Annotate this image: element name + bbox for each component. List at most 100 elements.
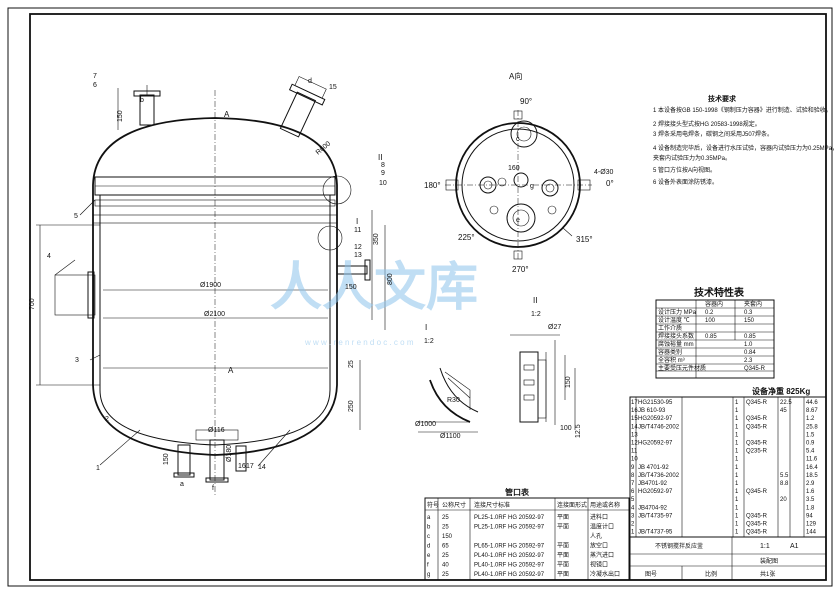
angle-180: 180° (424, 181, 441, 190)
nozzle-table-cell: PL40-1.0RF HG 20592-97 (474, 563, 545, 569)
note-5: 5 管口方位按A向视图。 (653, 166, 716, 174)
nozzle-table-cell: 150 (442, 534, 453, 540)
dim-d1100: Ø1100 (440, 433, 461, 440)
tech-table-cell: 焊接接头系数 (658, 332, 694, 340)
parts-table-cell: Q345-R (746, 513, 768, 519)
dim-h25: 25 (348, 360, 355, 368)
parts-table-cell: 1 (735, 465, 739, 471)
parts-table-cell: Q345-R (746, 530, 768, 536)
nozzle-table-cell: 平面 (557, 562, 569, 569)
parts-table-cell: 7 (631, 481, 635, 487)
parts-table-cell: 13 (631, 432, 638, 438)
tech-table-cell: 腐蚀裕量 mm (658, 340, 694, 348)
dim-h250: 250 (348, 400, 355, 412)
part-15: 15 (329, 84, 337, 91)
parts-table-cell: 16 (631, 408, 638, 414)
parts-table-cell: 1 (631, 530, 635, 536)
title-block: 不锈钢搅拌反应釜 1:1 A1 装配图 图号 比例 共1张 (645, 542, 799, 578)
parts-table-cell: 12 (631, 441, 638, 447)
tech-table-cell: 容器类别 (658, 348, 682, 356)
parts-table-cell: 17 (631, 400, 638, 406)
outer-border (7, 7, 833, 587)
part-10: 10 (379, 180, 387, 187)
parts-table-cell: HG20592-97 (638, 441, 673, 447)
parts-table-cell: Q235-R (746, 449, 768, 455)
title-code3: 共1张 (760, 570, 775, 578)
nozzle-table-header-0: 符号 (427, 501, 439, 509)
parts-table-cell: JB4701-92 (638, 481, 668, 487)
tech-table-cell: 0.2 (705, 310, 714, 316)
nozzle-table-cell: 25 (442, 515, 449, 521)
dim-h150-bottom: 150 (163, 453, 170, 465)
nozzle-table-cell: b (427, 525, 431, 531)
parts-table-cell: 0.9 (806, 441, 815, 447)
nozzle-table-cell: 25 (442, 572, 449, 578)
parts-table-cell: 5 (631, 497, 635, 503)
nozzle-letter-c: c (516, 136, 520, 143)
parts-table-cell: 1 (735, 441, 739, 447)
angle-0: 0° (606, 179, 614, 188)
parts-table-cell: 1 (735, 489, 739, 495)
parts-table-cell: Q345-R (746, 489, 768, 495)
tech-table-cell: 全容积 m³ (658, 356, 685, 364)
parts-table-cell: 1.5 (806, 432, 815, 438)
parts-table-cell: 1 (735, 513, 739, 519)
parts-table-cell: 1 (735, 505, 739, 511)
part-4: 4 (47, 253, 51, 260)
parts-table-cell: 25.8 (806, 424, 818, 430)
parts-table-cell: 5.4 (806, 449, 815, 455)
dim-d180: Ø180 (226, 445, 233, 462)
tech-table-cell: 设计压力 MPa (658, 308, 697, 316)
nozzle-letter-e: e (516, 217, 520, 224)
parts-table-cell: 18.5 (806, 473, 818, 479)
part-14: 14 (258, 464, 266, 471)
tech-table-cell: 0.84 (744, 350, 756, 356)
parts-table-cell: JB 4701-92 (638, 465, 669, 471)
nozzle-table-cell: PL25-1.0RF HG 20592-97 (474, 525, 545, 531)
parts-table-cell: 1 (735, 416, 739, 422)
parts-table-cell: JB 610-93 (638, 408, 666, 414)
parts-table-cell: 10 (631, 457, 638, 463)
part-5: 5 (74, 213, 78, 220)
parts-table-cell: Q345-R (746, 441, 768, 447)
angle-315: 315° (576, 235, 593, 244)
parts-table-cell: 14 (631, 424, 638, 430)
parts-table-cell: 1 (735, 408, 739, 414)
parts-table-cell: 1 (735, 424, 739, 430)
ref-ii: II (378, 153, 382, 162)
parts-table-cell: 2 (631, 522, 635, 528)
note-4: 4 设备制造完毕后，设备进行水压试验，容器内试验压力为0.25MPa， (653, 144, 838, 152)
part-17: 17 (246, 463, 254, 470)
parts-table-cell: 144 (806, 530, 817, 536)
nozzle-table-cell: 平面 (557, 552, 569, 559)
nozzle-table-cell: 蒸汽进口 (590, 551, 614, 559)
parts-table-cell: 1 (735, 457, 739, 463)
tech-table-header-1: 容器内 (705, 300, 723, 308)
parts-table-cell: 15 (631, 416, 638, 422)
dim-d1900: Ø1900 (200, 282, 221, 289)
dim-h150-detail: 150 (565, 376, 572, 388)
nozzle-table-cell: f (427, 563, 429, 569)
part-9: 9 (381, 170, 385, 177)
parts-table-cell: 1.6 (806, 489, 815, 495)
angle-225: 225° (458, 233, 475, 242)
title-name: 不锈钢搅拌反应釜 (655, 542, 703, 550)
tech-table-cell: 100 (705, 318, 716, 324)
tech-table-cell: 主要受压元件材质 (658, 364, 706, 372)
table-grids (424, 299, 827, 581)
nozzle-table-cell: 25 (442, 553, 449, 559)
tech-table-cell: 0.85 (705, 334, 717, 340)
dim-h350: 350 (373, 233, 380, 245)
title-code2: 比例 (705, 570, 717, 578)
nozzle-letter-b: b (140, 97, 144, 104)
vessel-elevation (36, 76, 386, 495)
note-1: 1 本设备按GB 150-1998《钢制压力容器》进行制造、试验和验收。 (653, 106, 832, 114)
parts-table-cell: 1 (735, 473, 739, 479)
nozzle-table-cell: PL65-1.0RF HG 20592-97 (474, 544, 545, 550)
tech-table-cell: 1.0 (744, 342, 753, 348)
section-a-top: A (224, 110, 230, 119)
